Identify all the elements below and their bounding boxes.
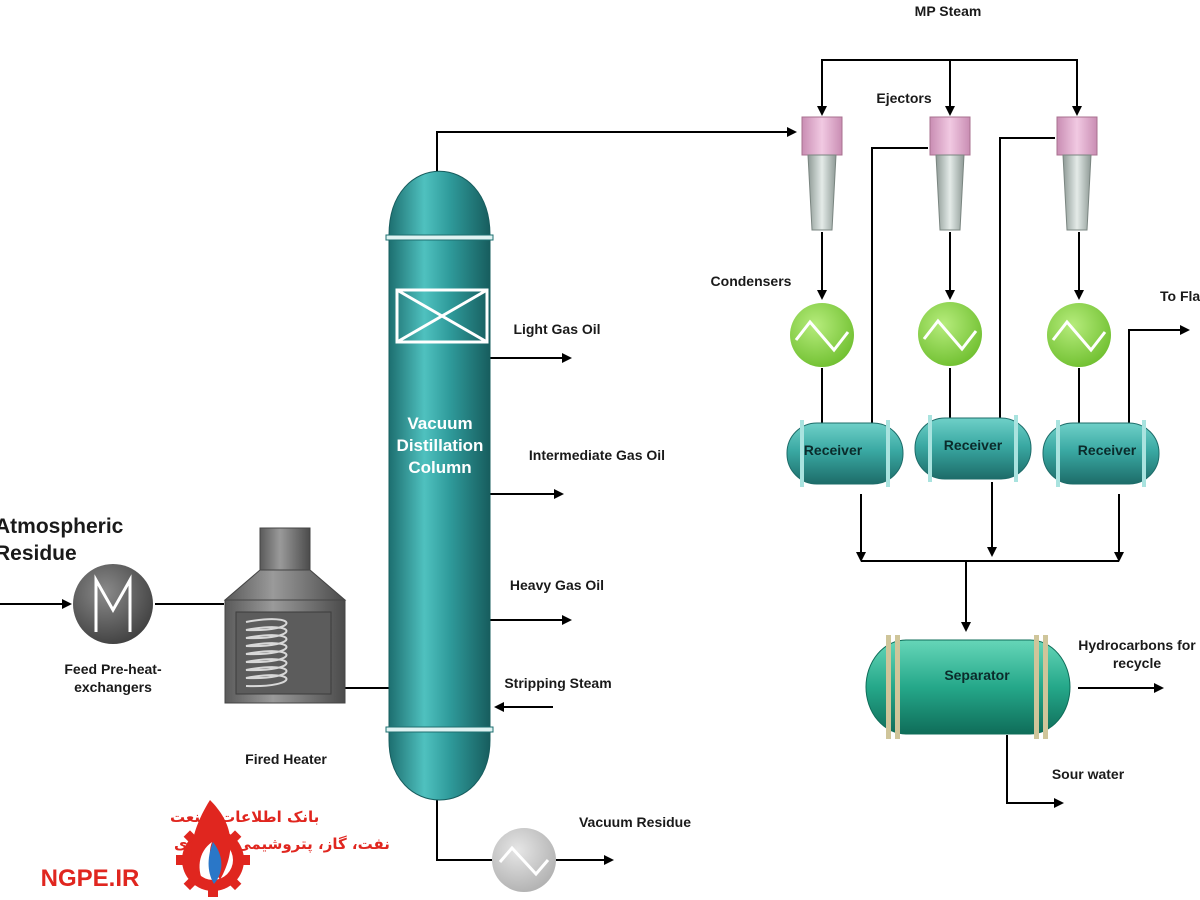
- condensers-label: Condensers: [711, 273, 792, 289]
- receiver2-vapor-line: [999, 137, 1055, 418]
- stripping-steam-label: Stripping Steam: [504, 675, 611, 691]
- vacuum-residue-line: [436, 792, 492, 861]
- column-label-line2: Distillation: [397, 436, 484, 455]
- column-label-line1: Vacuum: [407, 414, 472, 433]
- ejector-3: [1056, 116, 1098, 231]
- receiver1-vapor-line: [871, 147, 928, 423]
- receiver-2: Receiver: [914, 415, 1032, 482]
- column-overhead-line: [436, 127, 797, 176]
- separator: Separator: [865, 635, 1071, 739]
- vacuum-distillation-column: Vacuum Distillation Column: [385, 170, 494, 801]
- column-flanges: [385, 234, 494, 733]
- feed-exchanger-label-line1: Feed Pre-heat-: [64, 661, 162, 677]
- receiver-3: Receiver: [1042, 420, 1160, 487]
- fired-heater: [223, 527, 347, 704]
- light-gas-oil-label: Light Gas Oil: [513, 321, 600, 337]
- residue-cooler: [492, 828, 556, 892]
- column-packing: [395, 288, 489, 344]
- condenser-2: [918, 302, 982, 366]
- piping: [0, 59, 1190, 865]
- intermediate-gas-oil-label: Intermediate Gas Oil: [529, 447, 665, 463]
- receiver-3-label: Receiver: [1078, 442, 1137, 458]
- atmospheric-residue-label-line2: Residue: [0, 542, 77, 565]
- receiver-1: Receiver: [786, 420, 904, 487]
- ngpe-watermark: بانک اطلاعات صنعت نفت، گاز، پتروشیمی و ا…: [41, 800, 390, 897]
- receiver-2-label: Receiver: [944, 437, 1003, 453]
- sour-water-label: Sour water: [1052, 766, 1125, 782]
- mp-steam-label: MP Steam: [915, 3, 982, 19]
- separator-label: Separator: [944, 667, 1010, 683]
- ngpe-logo: [176, 800, 250, 897]
- to-flare-label: To Fla: [1160, 288, 1200, 304]
- condenser-1: [790, 303, 854, 367]
- ejector-1: [801, 116, 843, 231]
- receiver-1-label: Receiver: [804, 442, 863, 458]
- to-flare-line: [1128, 325, 1190, 423]
- ejectors-label: Ejectors: [876, 90, 931, 106]
- condenser-3: [1047, 303, 1111, 367]
- stream-labels: MP Steam Ejectors Condensers To Fla Ligh…: [0, 3, 1200, 830]
- feed-preheat-exchanger: [73, 564, 153, 644]
- column-label-line3: Column: [408, 458, 471, 477]
- vacuum-residue-label: Vacuum Residue: [579, 814, 691, 830]
- atmospheric-residue-label-line1: Atmospheric: [0, 515, 124, 538]
- ejector-2: [929, 116, 971, 231]
- hydrocarbons-label-line1: Hydrocarbons for: [1078, 637, 1196, 653]
- fired-heater-label: Fired Heater: [245, 751, 327, 767]
- feed-exchanger-label-line2: exchangers: [74, 679, 152, 695]
- watermark-brand: NGPE.IR: [41, 865, 140, 892]
- heavy-gas-oil-label: Heavy Gas Oil: [510, 577, 604, 593]
- sour-water-line: [1006, 735, 1064, 808]
- watermark-line1: بانک اطلاعات صنعت: [170, 808, 319, 826]
- hydrocarbons-label-line2: recycle: [1113, 655, 1161, 671]
